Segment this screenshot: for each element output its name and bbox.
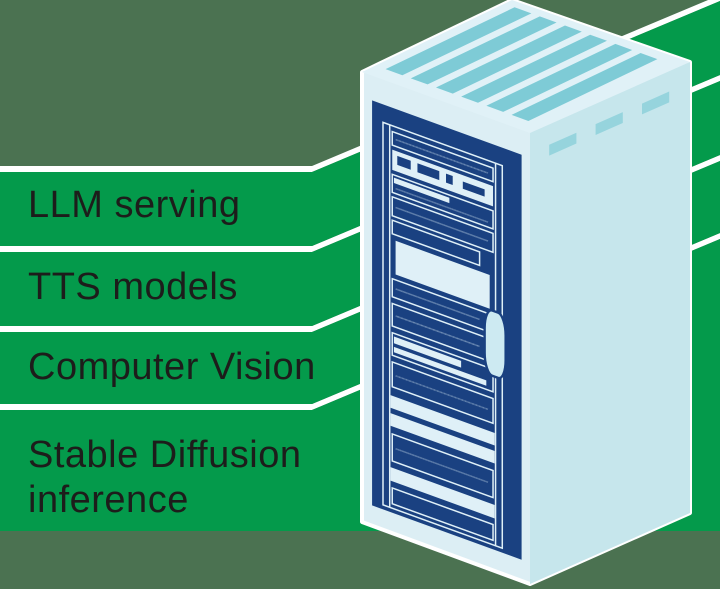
band-tts-models [0,81,720,326]
blank-panel [395,240,490,309]
rack-unit [390,395,495,446]
rack-unit [392,488,493,540]
rack-unit [390,467,495,519]
top-vent-slats [385,7,658,122]
rack-unit [392,174,493,229]
server-side-face [530,62,690,584]
vent-slit [641,91,670,115]
rack-unit-detail [396,208,488,242]
rack-unit-detail [396,316,480,347]
band-label-llm-serving: LLM serving [28,184,241,226]
server-front-face [372,100,522,559]
rack-panel [372,100,522,560]
rack-unit [392,333,493,392]
rack-unit-detail [396,376,488,410]
drive-bay [446,173,453,186]
vent-slat [486,43,633,112]
band-label-tts-models: TTS models [28,266,238,308]
drive-bay [462,181,485,197]
rack-unit [392,220,479,265]
vent-slit [549,132,577,156]
vent-slit [595,112,623,136]
rack-unit [392,434,493,498]
door-handle [485,308,506,381]
band-computer-vision [0,161,720,404]
rack-unit-detail [396,140,488,174]
side-vent-slits [549,91,670,156]
rack-unit [392,132,493,182]
drive-bay [417,163,440,181]
drive-bays [397,155,485,197]
drive-bay [397,155,411,170]
rack-equipment-art [383,122,502,548]
rack-unit [392,197,493,253]
rack-unit-detail [396,449,488,483]
rack-unit [390,413,495,464]
band-label-stable-diffusion-inference: Stable Diffusion inference [28,434,302,521]
vent-slat [410,16,557,85]
rack-unit-detail [393,177,450,204]
band-label-computer-vision: Computer Vision [28,346,316,388]
rack-unit-detail [393,346,487,386]
server-rack-illustration [362,0,690,584]
vent-slat [435,25,582,94]
band-llm-serving [0,1,720,246]
vent-slat [511,53,658,122]
vent-slat [461,34,607,103]
rack-unit [392,362,493,423]
rack-unit-detail [393,336,462,368]
rack-unit-detail [396,189,488,223]
vent-slat [385,7,532,76]
